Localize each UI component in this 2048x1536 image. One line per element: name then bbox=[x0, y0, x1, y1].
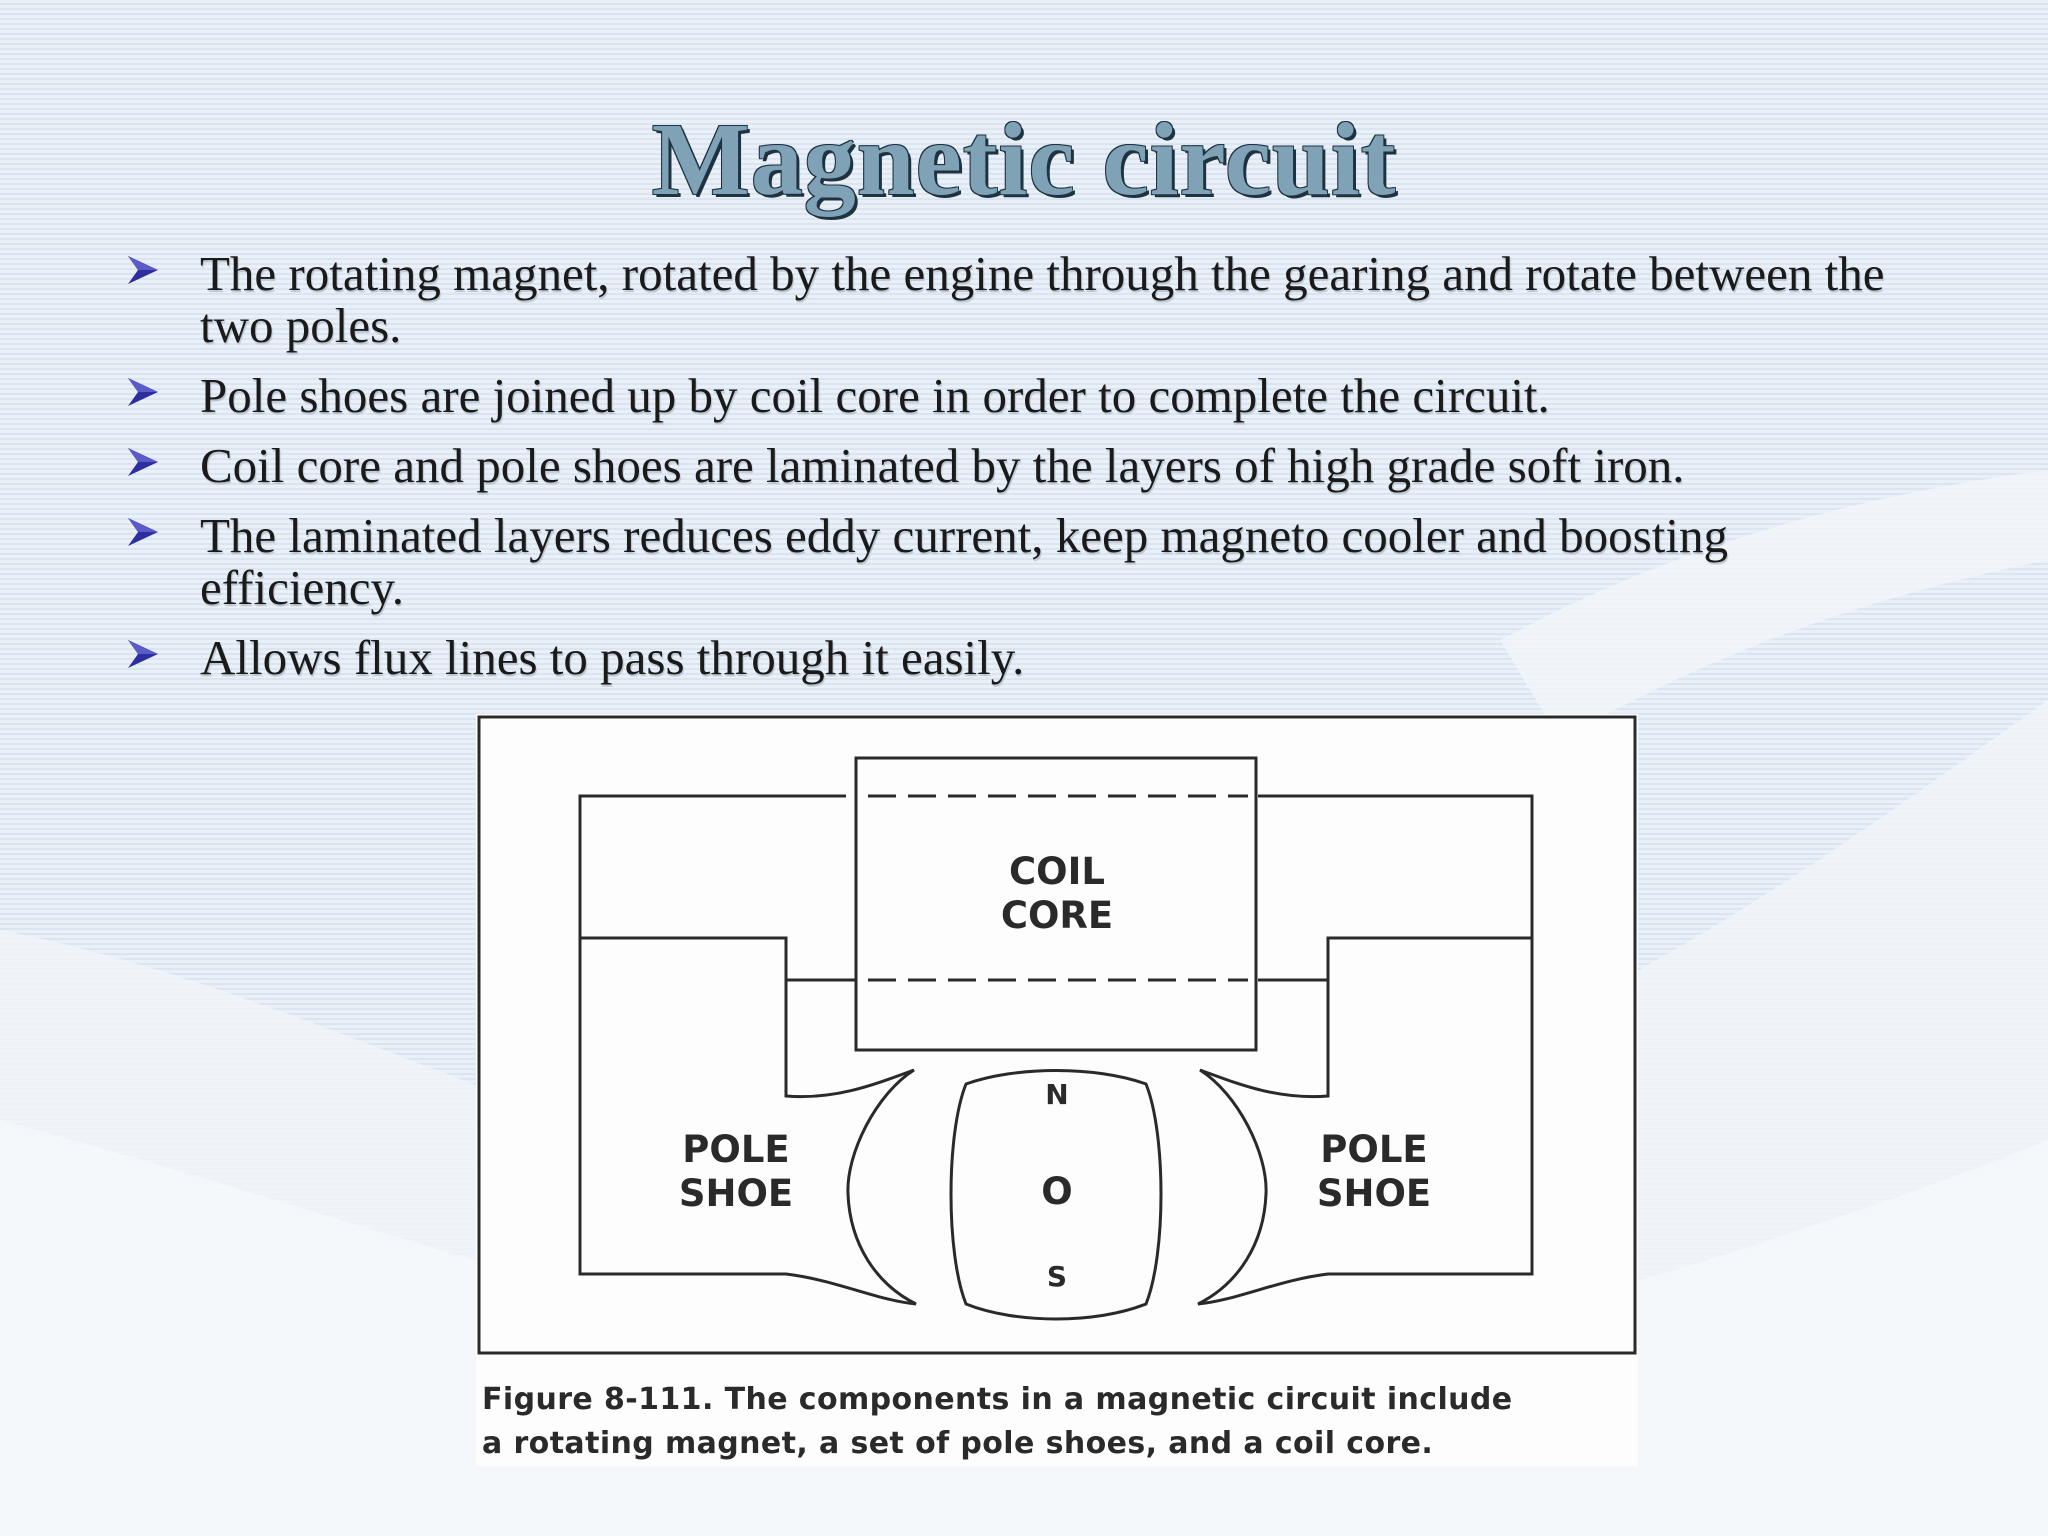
south-pole-label: S bbox=[1047, 1260, 1067, 1293]
left-pole-label-line2: SHOE bbox=[679, 1172, 793, 1215]
figure-caption: Figure 8-111. The components in a magnet… bbox=[482, 1378, 1642, 1466]
caption-line: Figure 8-111. The components in a magnet… bbox=[482, 1382, 1513, 1417]
magnetic-circuit-figure: COIL CORE POLE SHOE POLE SHOE N O S Figu… bbox=[476, 714, 1638, 1466]
left-pole-shoe bbox=[578, 936, 917, 1306]
right-pole-shoe bbox=[1197, 936, 1534, 1306]
arrowhead-bullet-icon bbox=[128, 378, 158, 406]
arrowhead-bullet-icon bbox=[128, 518, 158, 546]
bullet-item: Pole shoes are joined up by coil core in… bbox=[125, 370, 1925, 422]
arrowhead-bullet-icon bbox=[128, 640, 158, 668]
bullet-item: The rotating magnet, rotated by the engi… bbox=[125, 248, 1925, 352]
bullet-list: The rotating magnet, rotated by the engi… bbox=[125, 248, 1925, 702]
bullet-item: Allows flux lines to pass through it eas… bbox=[125, 632, 1925, 684]
bullet-item: Coil core and pole shoes are laminated b… bbox=[125, 440, 1925, 492]
diagram-frame bbox=[477, 715, 1637, 1355]
slide-title: Magnetic circuit bbox=[651, 102, 1397, 217]
right-core-frame bbox=[1258, 794, 1534, 1074]
magnetic-circuit-diagram: COIL CORE POLE SHOE POLE SHOE N O S bbox=[477, 715, 1637, 1355]
arrowhead-bullet-icon bbox=[128, 448, 158, 476]
bullet-text: Pole shoes are joined up by coil core in… bbox=[200, 368, 1550, 423]
left-core-frame bbox=[578, 794, 846, 1074]
bullet-item: The laminated layers reduces eddy curren… bbox=[125, 510, 1925, 614]
coil-core-box bbox=[854, 756, 1258, 1052]
bullet-text: Coil core and pole shoes are laminated b… bbox=[200, 438, 1685, 493]
magnet-center-label: O bbox=[1041, 1170, 1072, 1213]
right-pole-label-line2: SHOE bbox=[1317, 1172, 1431, 1215]
coil-label-line2: CORE bbox=[1001, 894, 1113, 937]
bullet-text: The rotating magnet, rotated by the engi… bbox=[200, 246, 1885, 353]
left-pole-label-line1: POLE bbox=[682, 1128, 789, 1171]
north-pole-label: N bbox=[1045, 1078, 1068, 1111]
bullet-text: The laminated layers reduces eddy curren… bbox=[200, 508, 1728, 615]
coil-label-line1: COIL bbox=[1009, 850, 1105, 893]
arrowhead-bullet-icon bbox=[128, 256, 158, 284]
bullet-text: Allows flux lines to pass through it eas… bbox=[200, 630, 1025, 685]
rotating-magnet bbox=[949, 1069, 1163, 1321]
caption-line: a rotating magnet, a set of pole shoes, … bbox=[482, 1426, 1434, 1461]
right-pole-label-line1: POLE bbox=[1320, 1128, 1427, 1171]
